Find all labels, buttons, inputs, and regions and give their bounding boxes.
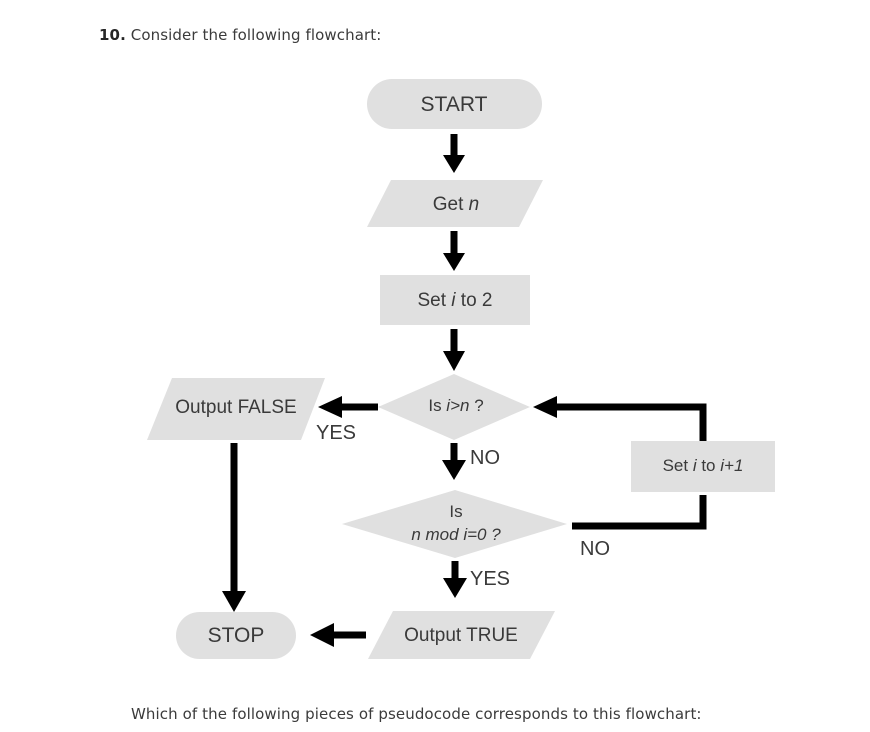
- edge-label-yes-false: YES: [316, 422, 356, 444]
- connector-decision-mod-yes: [443, 561, 467, 598]
- svg-text:Set i to 2: Set i to 2: [417, 290, 492, 311]
- node-decision1-condition: i>n: [446, 396, 469, 415]
- node-set-i-increment: Set i to i+1: [631, 441, 775, 492]
- svg-text:Set i to i+1: Set i to i+1: [663, 456, 744, 475]
- node-decision-mod: Is n mod i=0 ?: [342, 490, 567, 558]
- node-start: START: [367, 79, 542, 129]
- node-decision1-prefix: Is: [428, 396, 446, 415]
- connector-decision-mod-no-loop: [572, 495, 707, 530]
- connector-outputfalse-to-stop: [222, 443, 246, 612]
- node-set-i-inc-mid: to: [697, 456, 721, 475]
- node-output-false: Output FALSE: [147, 378, 325, 440]
- connector-start-to-getn: [443, 134, 465, 173]
- node-set-i-2: Set i to 2: [380, 275, 530, 325]
- edge-label-no-to-mod: NO: [470, 447, 500, 469]
- connector-getn-to-seti: [443, 231, 465, 271]
- node-decision-mod-line2: n mod i=0 ?: [411, 525, 501, 544]
- node-decision-i-greater-n: Is i>n ?: [378, 374, 530, 440]
- connector-decision1-no: [442, 443, 466, 480]
- svg-text:Is: Is: [449, 502, 462, 521]
- node-start-label: START: [421, 93, 488, 116]
- footer-prompt: Which of the following pieces of pseudoc…: [131, 705, 702, 723]
- node-decision1-suffix: ?: [469, 396, 483, 415]
- connector-outputtrue-to-stop: [310, 623, 366, 647]
- node-get-n-variable: n: [469, 194, 480, 215]
- edge-label-yes-output-true: YES: [470, 568, 510, 590]
- svg-text:STOP: STOP: [208, 624, 265, 647]
- node-output-false-label: Output FALSE: [175, 397, 296, 418]
- node-output-true-label: Output TRUE: [404, 625, 518, 646]
- node-decision-mod-line1: Is: [449, 502, 462, 521]
- connector-loop-back-to-decision1: [533, 396, 707, 441]
- footer-question: Which of the following pieces of pseudoc…: [131, 705, 702, 723]
- edge-label-no-loop: NO: [580, 538, 610, 560]
- svg-text:Output FALSE: Output FALSE: [175, 397, 296, 418]
- question-heading: 10. Consider the following flowchart:: [99, 26, 381, 44]
- node-set-i-inc-variable: i: [693, 456, 698, 475]
- node-stop: STOP: [176, 612, 296, 659]
- node-set-i-2-variable: i: [451, 290, 456, 311]
- connector-seti-to-decision1: [443, 329, 465, 371]
- svg-text:Get n: Get n: [433, 194, 479, 215]
- svg-text:Output TRUE: Output TRUE: [404, 625, 518, 646]
- connector-decision1-yes: [318, 396, 378, 418]
- node-set-i-inc-prefix: Set: [663, 456, 693, 475]
- svg-text:START: START: [421, 93, 488, 116]
- node-get-n: Get n: [367, 180, 543, 227]
- svg-text:n mod i=0 ?: n mod i=0 ?: [411, 525, 501, 544]
- node-output-true: Output TRUE: [368, 611, 555, 659]
- flowchart-figure: START Get n Set i to 2: [0, 55, 870, 685]
- svg-text:Is i>n ?: Is i>n ?: [428, 396, 483, 415]
- question-number: 10.: [99, 26, 126, 44]
- node-set-i-inc-expression: i+1: [720, 456, 743, 475]
- node-set-i-2-suffix: to 2: [456, 290, 493, 311]
- question-prompt: Consider the following flowchart:: [130, 26, 382, 44]
- node-set-i-2-prefix: Set: [417, 290, 451, 311]
- node-get-n-prefix: Get: [433, 194, 469, 215]
- node-stop-label: STOP: [208, 624, 265, 647]
